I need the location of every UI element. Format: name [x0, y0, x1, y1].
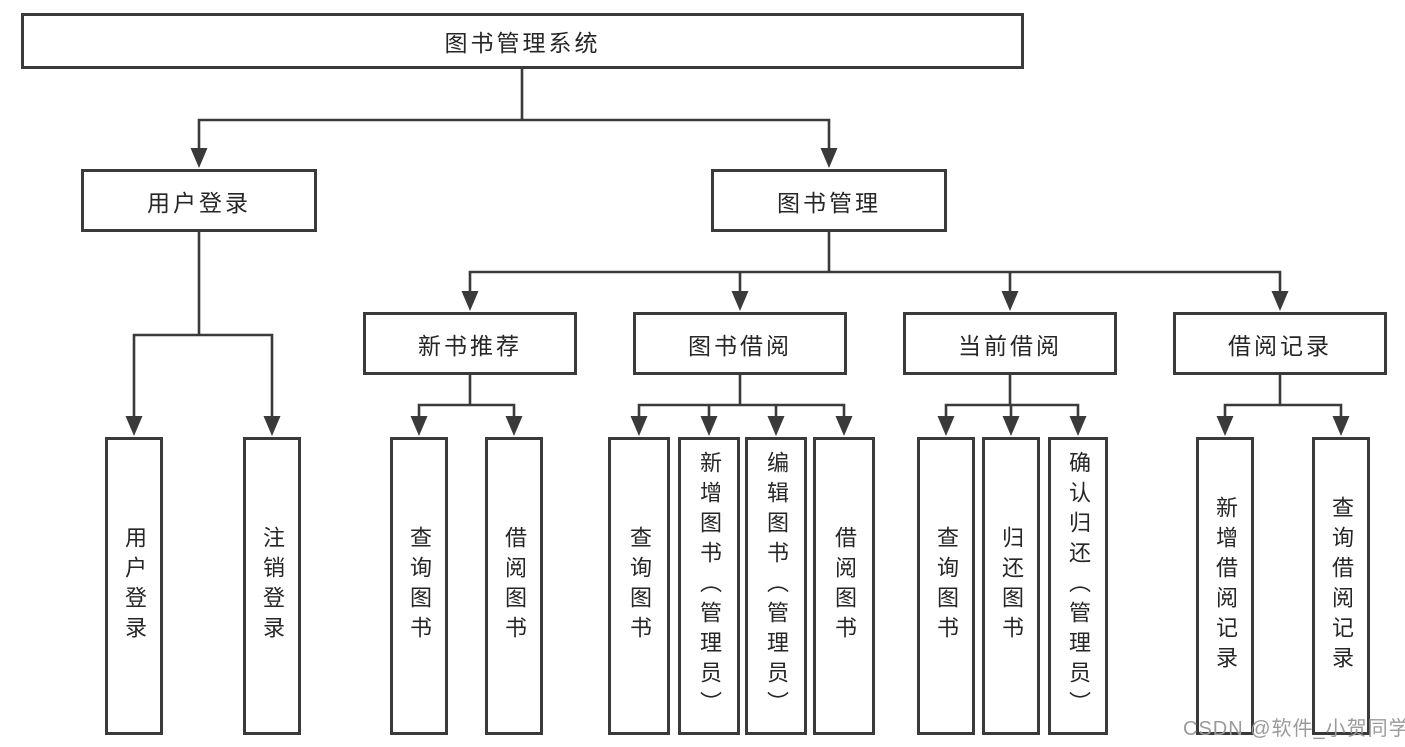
- leaf-newbook-query-books: 查询图书: [390, 437, 448, 735]
- node-label: 查询图书: [627, 526, 652, 646]
- node-label: 归还图书: [999, 526, 1024, 646]
- leaf-records-add-record: 新增借阅记录: [1196, 437, 1254, 735]
- leaf-current-return-books: 归还图书: [982, 437, 1040, 735]
- node-label: 用户登录: [147, 189, 251, 216]
- leaf-borrow-query-books: 查询图书: [608, 437, 670, 735]
- node-label: 查询借阅记录: [1329, 496, 1354, 676]
- leaf-logout: 注销登录: [243, 437, 301, 735]
- arrowhead-icons: [125, 148, 1350, 436]
- node-root-system: 图书管理系统: [21, 13, 1024, 69]
- node-user-login: 用户登录: [81, 169, 317, 232]
- node-book-borrow: 图书借阅: [633, 312, 847, 375]
- node-label: 借阅图书: [502, 526, 527, 646]
- leaf-borrow-add-books-admin: 新增图书（管理员）: [678, 437, 740, 735]
- node-new-book-recommend: 新书推荐: [363, 312, 577, 375]
- node-book-management: 图书管理: [711, 169, 947, 232]
- node-borrow-records: 借阅记录: [1173, 312, 1387, 375]
- connector-lines: [132, 67, 1343, 422]
- leaf-current-query-books: 查询图书: [917, 437, 975, 735]
- node-label: 图书管理: [777, 189, 881, 216]
- node-label: 图书管理系统: [444, 30, 601, 56]
- node-label: 查询图书: [407, 526, 432, 646]
- leaf-records-query-record: 查询借阅记录: [1312, 437, 1370, 735]
- leaf-borrow-edit-books-admin: 编辑图书（管理员）: [745, 437, 807, 735]
- node-label: 确认归还（管理员）: [1066, 451, 1091, 721]
- node-label: 新增借阅记录: [1213, 496, 1238, 676]
- node-label: 借阅图书: [832, 526, 857, 646]
- node-label: 图书借阅: [688, 332, 792, 359]
- node-label: 查询图书: [934, 526, 959, 646]
- node-label: 借阅记录: [1228, 332, 1332, 359]
- leaf-current-confirm-return-admin: 确认归还（管理员）: [1048, 437, 1108, 735]
- node-current-borrow: 当前借阅: [903, 312, 1117, 375]
- leaf-newbook-borrow-books: 借阅图书: [485, 437, 543, 735]
- node-label: 用户登录: [122, 526, 147, 646]
- node-label: 编辑图书（管理员）: [764, 451, 789, 721]
- leaf-user-login: 用户登录: [105, 437, 163, 735]
- node-label: 新书推荐: [418, 332, 522, 359]
- node-label: 当前借阅: [958, 332, 1062, 359]
- node-label: 新增图书（管理员）: [697, 451, 722, 721]
- node-label: 注销登录: [260, 526, 285, 646]
- leaf-borrow-borrow-books: 借阅图书: [813, 437, 875, 735]
- watermark-text: CSDN @软件_小贺同学: [1183, 718, 1405, 740]
